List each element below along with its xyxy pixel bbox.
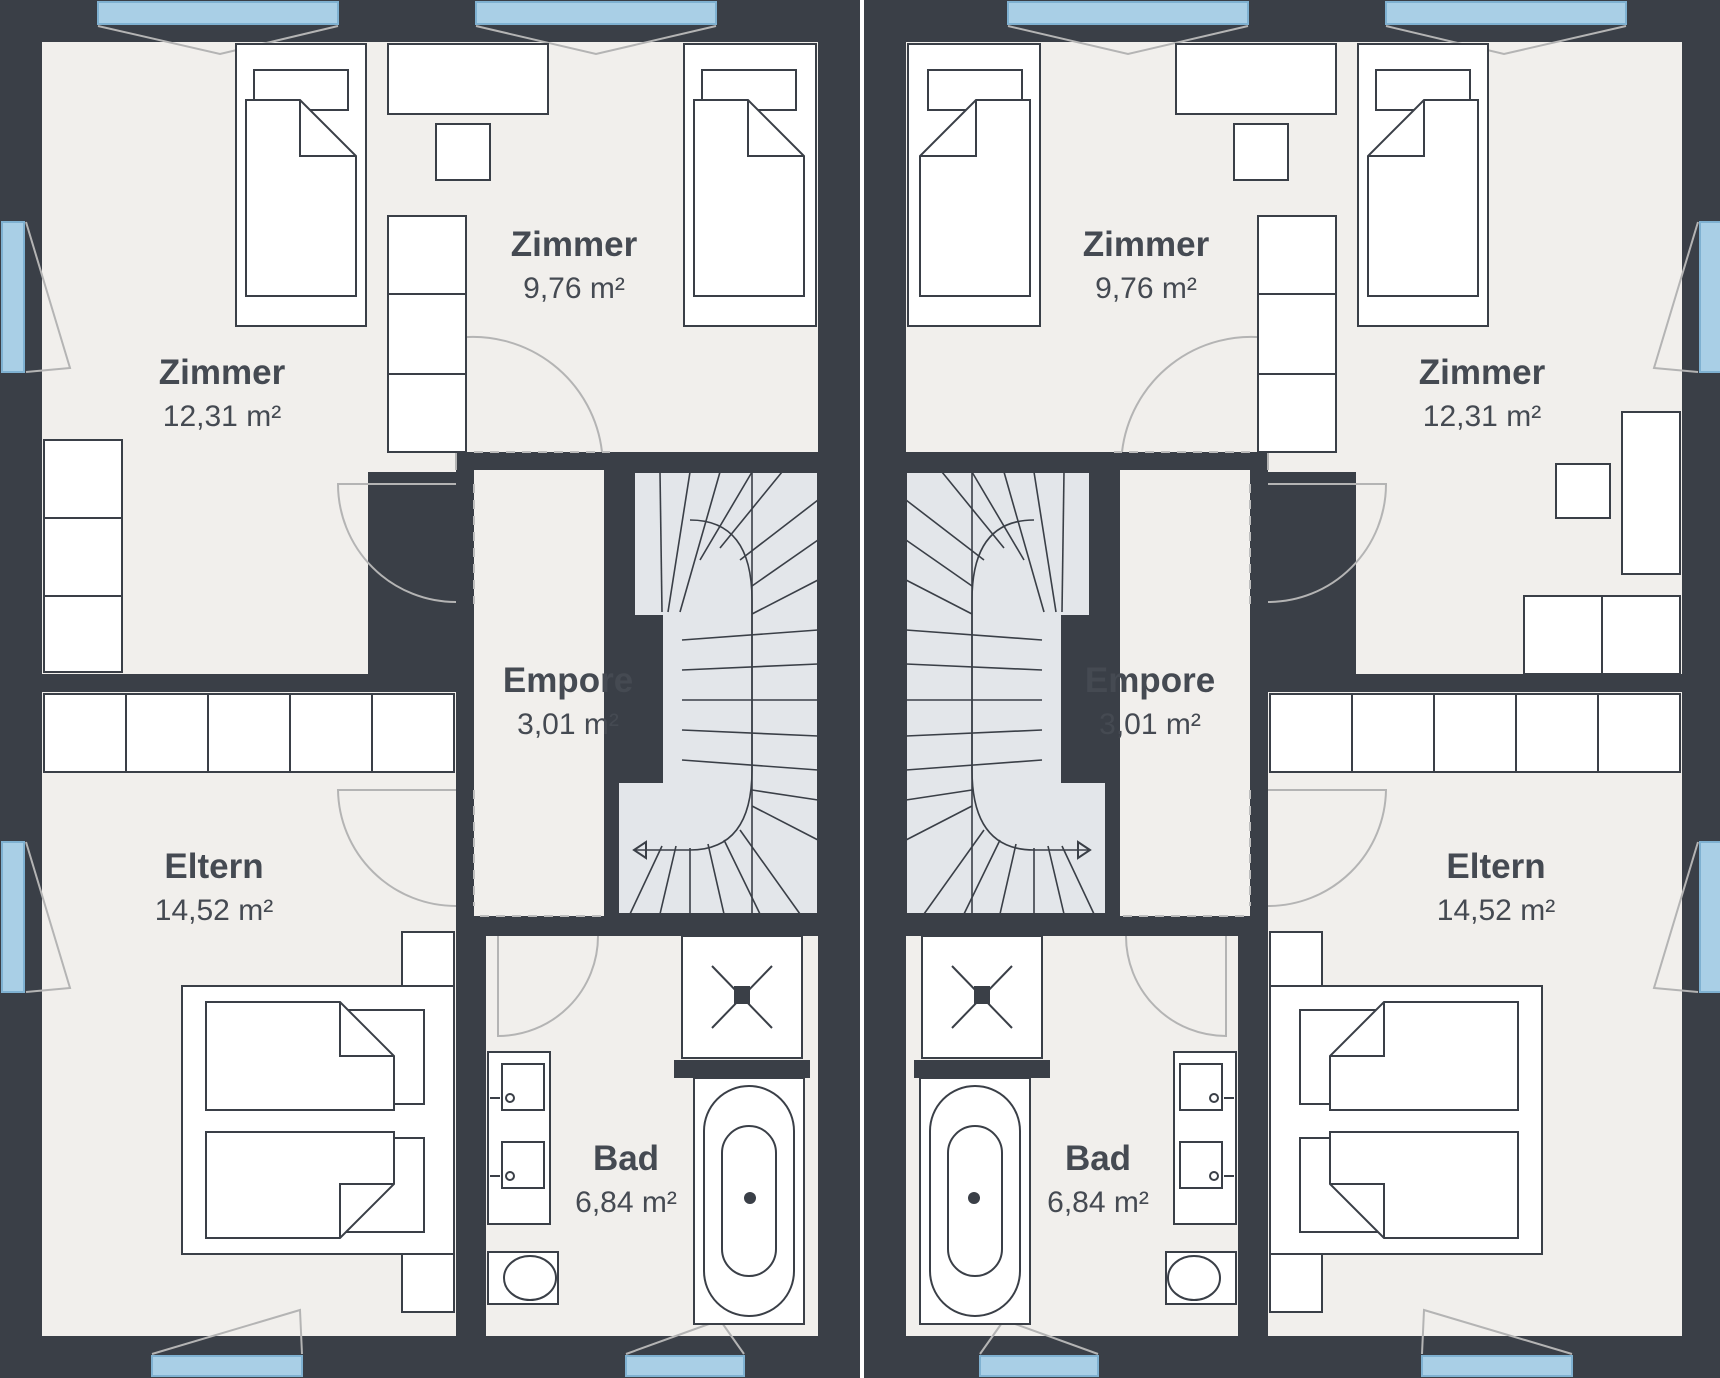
label-right-zimmer-large-name: Zimmer (1419, 353, 1546, 392)
label-right-eltern-name: Eltern (1446, 847, 1545, 886)
label-right-zimmer-large-area: 12,31 m² (1423, 400, 1541, 433)
doors-left (336, 335, 603, 1038)
furniture-zimmer-small (387, 43, 817, 453)
furniture-zimmer-large (43, 43, 367, 673)
unit-left (0, 0, 860, 1378)
label-right-empore-area: 3,01 m² (1099, 708, 1201, 741)
label-left-eltern-name: Eltern (164, 847, 263, 886)
label-left-zimmer-large-area: 12,31 m² (163, 400, 281, 433)
label-right-empore-name: Empore (1085, 661, 1215, 700)
windows-left (1, 1, 745, 1377)
label-right-bad-name: Bad (1065, 1139, 1131, 1178)
label-right-bad-area: 6,84 m² (1047, 1186, 1149, 1219)
room-labels: Zimmer 9,76 m² Zimmer 12,31 m² Empore 3,… (155, 225, 1555, 1219)
label-left-eltern-area: 14,52 m² (155, 894, 273, 927)
label-left-zimmer-small-area: 9,76 m² (523, 272, 625, 305)
label-left-empore-name: Empore (503, 661, 633, 700)
label-right-zimmer-small-name: Zimmer (1083, 225, 1210, 264)
label-left-bad-area: 6,84 m² (575, 1186, 677, 1219)
label-left-bad-name: Bad (593, 1139, 659, 1178)
label-left-empore-area: 3,01 m² (517, 708, 619, 741)
label-right-zimmer-small-area: 9,76 m² (1095, 272, 1197, 305)
bathroom-fixtures-left (487, 935, 810, 1325)
label-right-eltern-area: 14,52 m² (1437, 894, 1555, 927)
label-left-zimmer-small-name: Zimmer (511, 225, 638, 264)
label-left-zimmer-large-name: Zimmer (159, 353, 286, 392)
staircase (617, 471, 819, 915)
room-empore-floor (474, 470, 604, 916)
double-bed-left (181, 931, 455, 1313)
unit-right (864, 0, 1720, 1378)
wardrobe-left (43, 693, 455, 773)
